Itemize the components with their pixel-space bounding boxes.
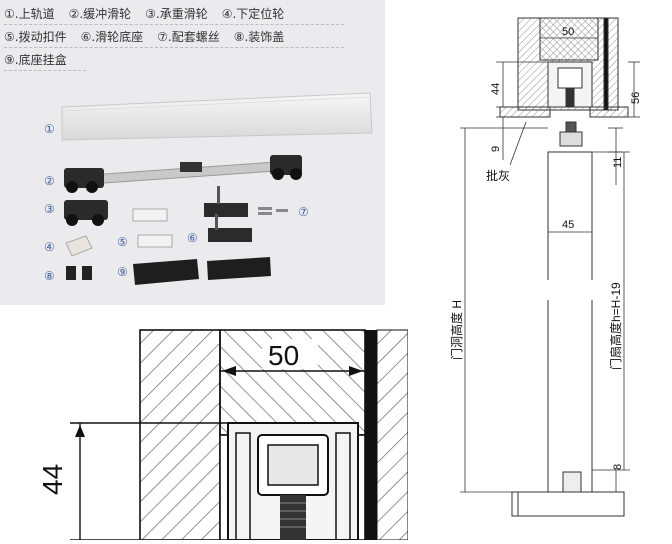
dim-56: 56 [630, 92, 642, 104]
label-leaf-height: 门扇高度h=H-19 [608, 282, 623, 370]
marker-5: ⑤ [117, 235, 128, 249]
dim-11: 11 [612, 157, 624, 168]
legend-item-6: ⑥.滑轮底座 [80, 29, 144, 44]
zoom-dim-50: 50 [268, 340, 299, 371]
base-hanging-boxes [133, 257, 271, 285]
parts-legend: ①.上轨道 ②.缓冲滑轮 ③.承重滑轮 ④.下定位轮 ⑤.拨动扣件 ⑥.滑轮底座… [4, 2, 344, 71]
marker-3: ③ [44, 202, 55, 216]
marker-2: ② [44, 174, 55, 188]
legend-item-2: ②.缓冲滑轮 [68, 6, 132, 21]
marker-9: ⑨ [117, 265, 128, 279]
lower-positioning-wheel [65, 235, 93, 257]
legend-item-8: ⑧.装饰盖 [233, 29, 285, 44]
pulley-bases [204, 186, 252, 242]
parts-photo-panel: ①.上轨道 ②.缓冲滑轮 ③.承重滑轮 ④.下定位轮 ⑤.拨动扣件 ⑥.滑轮底座… [0, 0, 385, 305]
marker-4: ④ [44, 240, 55, 254]
legend-item-1: ①.上轨道 [4, 6, 55, 21]
dim-9: 9 [490, 146, 502, 152]
screws [258, 207, 288, 215]
zoomed-section-panel: 50 44 [0, 305, 409, 541]
dim-45: 45 [562, 219, 574, 231]
dim-44: 44 [490, 83, 502, 95]
buffer-pulley-assembly [64, 155, 302, 193]
legend-item-5: ⑤.拨动扣件 [4, 29, 67, 44]
dim-50: 50 [562, 26, 574, 38]
marker-6: ⑥ [187, 231, 198, 245]
label-opening-height: 门洞高度 H [449, 300, 464, 360]
label-putty: 批灰 [486, 168, 510, 183]
top-rail [61, 92, 373, 141]
legend-item-4: ④.下定位轮 [221, 6, 285, 21]
legend-row-2: ⑤.拨动扣件 ⑥.滑轮底座 ⑦.配套螺丝 ⑧.装饰盖 [4, 25, 344, 48]
decorative-caps [66, 266, 92, 280]
marker-7: ⑦ [298, 205, 309, 219]
legend-item-7: ⑦.配套螺丝 [157, 29, 220, 44]
toggle-fasteners [132, 208, 173, 248]
bearing-pulley [64, 200, 108, 226]
zoom-dim-44: 44 [37, 464, 68, 495]
dim-8: 8 [612, 464, 624, 470]
legend-item-3: ③.承重滑轮 [145, 6, 208, 21]
legend-row-1: ①.上轨道 ②.缓冲滑轮 ③.承重滑轮 ④.下定位轮 [4, 2, 344, 25]
marker-1: ① [44, 122, 55, 136]
parts-illustration: ① ② ③ ④ ⑤ ⑥ ⑦ ⑧ ⑨ [44, 92, 373, 285]
zoomed-section-drawing: 50 44 [37, 329, 409, 541]
elevation-drawing: 50 44 56 9 11 45 8 批灰 门洞高度 H 门扇高度h=H-19 [449, 17, 642, 517]
elevation-drawing-panel: 50 44 56 9 11 45 8 批灰 门洞高度 H 门扇高度h=H-19 [408, 0, 672, 540]
marker-8: ⑧ [44, 269, 55, 283]
legend-row-3: ⑨.底座挂盒 [4, 48, 86, 71]
legend-item-9: ⑨.底座挂盒 [4, 52, 67, 67]
